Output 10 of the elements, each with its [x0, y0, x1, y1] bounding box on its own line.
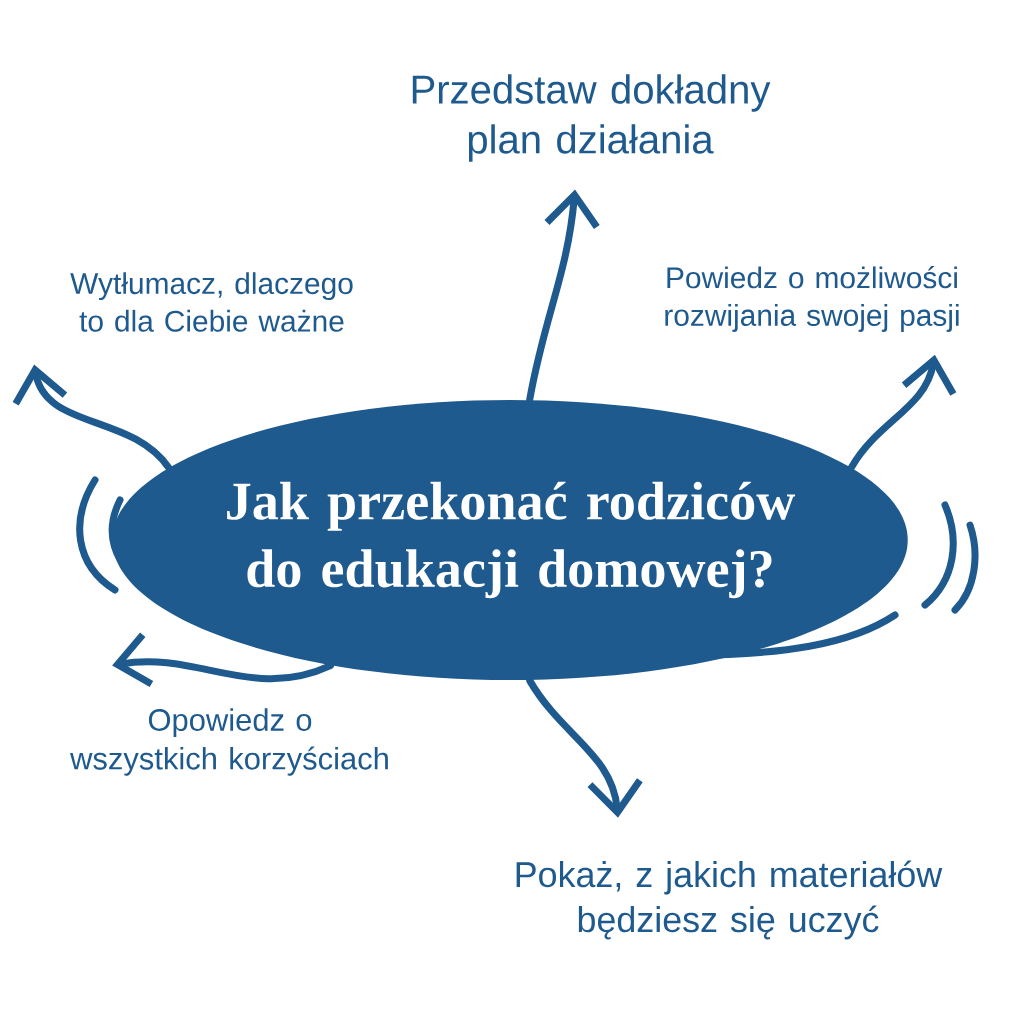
caption-text: Wytłumacz, dlaczego to dla Ciebie ważne — [70, 272, 353, 332]
arrow — [847, 354, 957, 471]
caption-text: Pokaż, z jakich materiałów będziesz się uczyć — [516, 860, 943, 940]
caption-text: Powiedz o możliwości rozwijania swojej pasji — [665, 266, 959, 332]
arrow — [112, 632, 335, 687]
arrow — [526, 677, 643, 818]
arrow — [12, 364, 173, 471]
caption-text: Przedstaw dokładny plan działania — [412, 74, 771, 162]
caption-text: Opowiedz o wszystkich korzyściach — [70, 708, 388, 776]
arrow — [526, 189, 600, 403]
